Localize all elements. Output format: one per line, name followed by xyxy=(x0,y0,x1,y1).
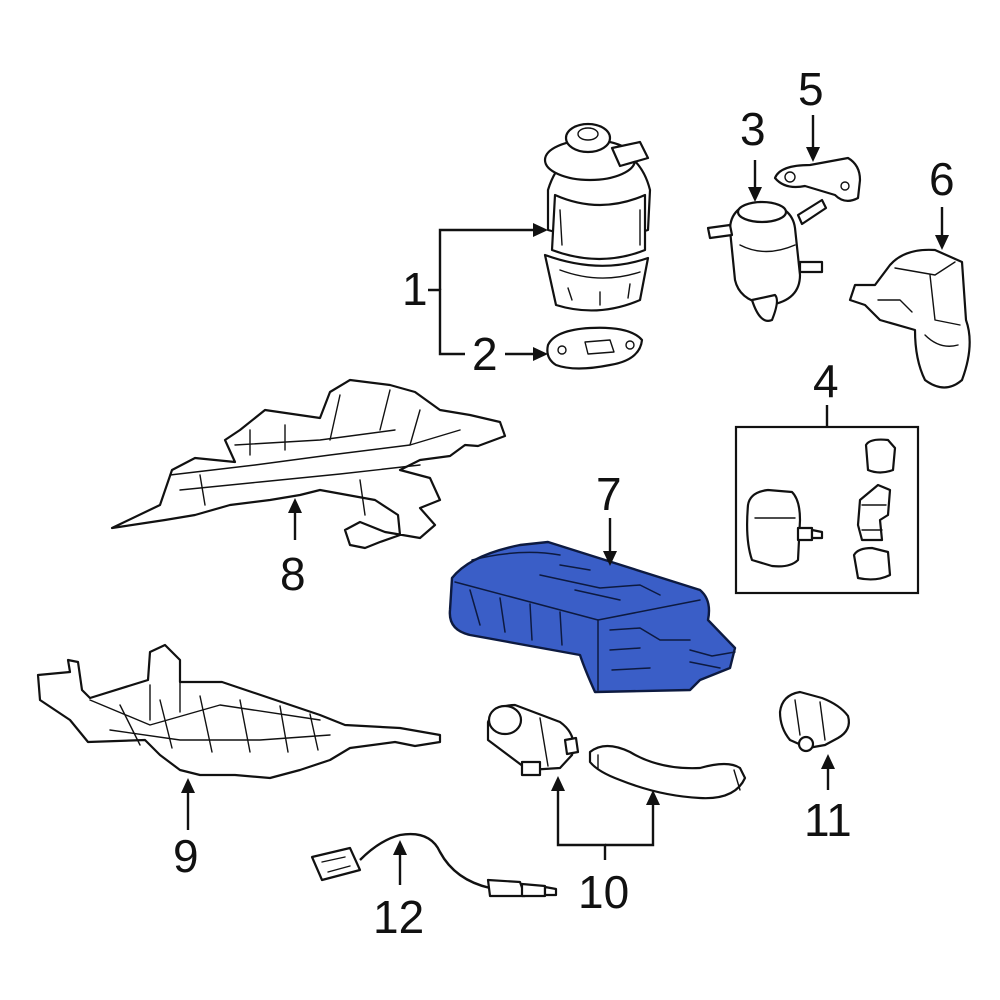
mounting-bracket-part[interactable] xyxy=(773,156,862,202)
solenoid-kit-part[interactable] xyxy=(746,438,897,581)
callout-labels: 1 2 3 4 5 6 7 8 9 10 11 12 xyxy=(173,63,955,943)
purge-solenoid-part[interactable] xyxy=(778,690,850,753)
callout-2[interactable]: 2 xyxy=(472,328,498,380)
callout-5[interactable]: 5 xyxy=(798,63,824,115)
callout-11[interactable]: 11 xyxy=(804,794,852,846)
engine-mount-part[interactable] xyxy=(848,248,971,389)
egr-gasket-part[interactable] xyxy=(546,326,644,370)
callout-1[interactable]: 1 xyxy=(402,263,428,315)
purge-hose-part[interactable] xyxy=(588,744,747,800)
lower-splash-shield-part[interactable] xyxy=(36,643,442,780)
callout-7[interactable]: 7 xyxy=(596,468,622,520)
callout-8[interactable]: 8 xyxy=(280,548,306,600)
purge-valve-part[interactable] xyxy=(486,703,580,777)
vacuum-solenoid-part[interactable] xyxy=(706,198,828,322)
vapor-canister-part[interactable] xyxy=(448,540,737,694)
callout-10[interactable]: 10 xyxy=(578,866,629,918)
callout-12[interactable]: 12 xyxy=(373,891,424,943)
leader-lines xyxy=(181,115,949,885)
callout-6[interactable]: 6 xyxy=(929,153,955,205)
upper-heat-shield-part[interactable] xyxy=(110,378,507,550)
callout-9[interactable]: 9 xyxy=(173,830,199,882)
callout-3[interactable]: 3 xyxy=(740,103,766,155)
oxygen-sensor-part[interactable] xyxy=(310,832,558,898)
egr-valve-part[interactable] xyxy=(543,122,652,312)
callout-4[interactable]: 4 xyxy=(813,355,839,407)
